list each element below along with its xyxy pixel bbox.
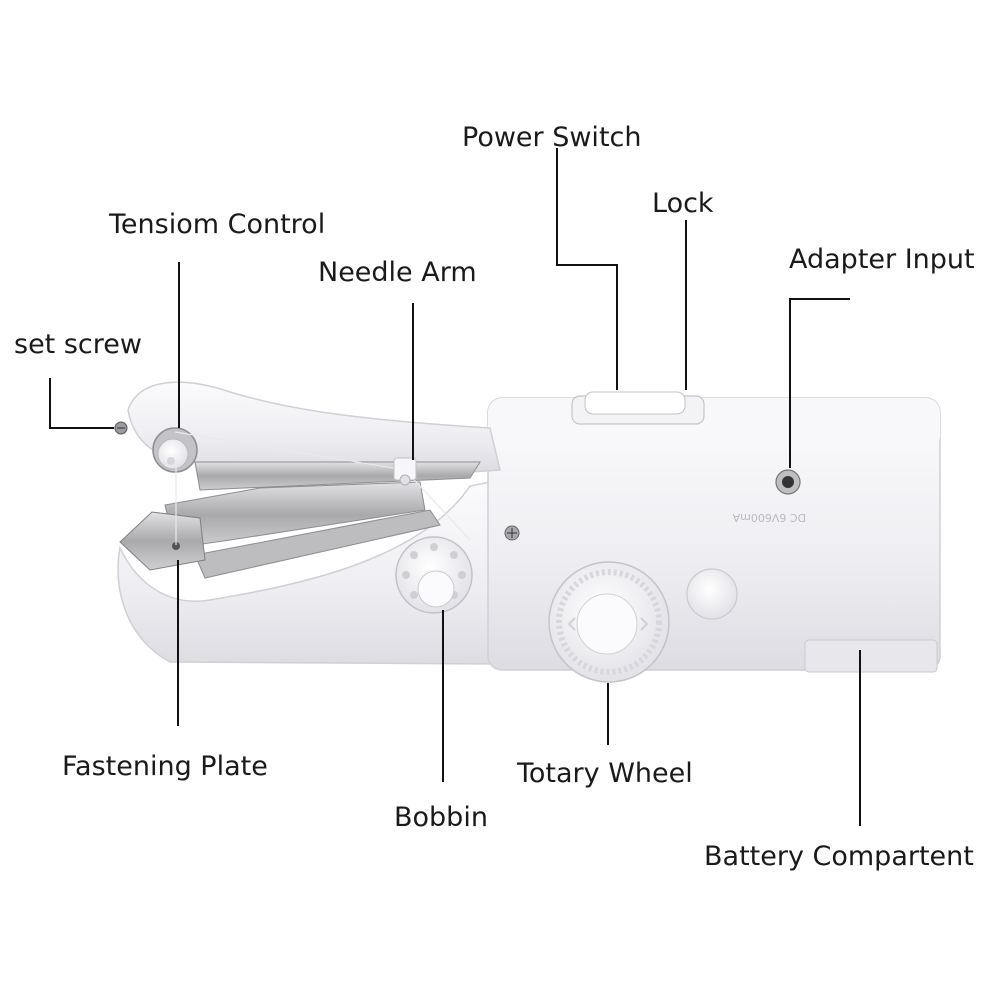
thread: [174, 431, 471, 545]
label-power-switch: Power Switch: [462, 122, 642, 153]
body-screw: [504, 525, 520, 541]
label-fastening-plate: Fastening Plate: [62, 751, 268, 782]
label-battery-compartment: Battery Compartent: [704, 841, 974, 872]
label-needle-arm: Needle Arm: [318, 257, 477, 288]
label-adapter-input: Adapter Input: [789, 244, 975, 275]
power-switch-leader: [556, 148, 618, 390]
label-set-screw: set screw: [14, 329, 142, 360]
adapter-input-socket: DC 6V600mA: [732, 469, 806, 524]
label-lock: Lock: [652, 188, 714, 219]
fastening-plate: [119, 511, 206, 571]
socket-marking: DC 6V600mA: [732, 511, 806, 524]
tension-control-knob: [152, 427, 198, 473]
adapter-input-leader: [789, 298, 850, 468]
bobbin: [395, 536, 473, 614]
power-switch: [571, 391, 705, 425]
label-bobbin: Bobbin: [394, 802, 488, 833]
small-round-button: [686, 568, 738, 620]
needle-arm-hook: [393, 457, 417, 486]
set-screw: [114, 421, 128, 435]
totary-wheel: [548, 561, 670, 683]
set-screw-leader: [49, 378, 114, 429]
leader-lines: [49, 148, 861, 826]
label-totary-wheel: Totary Wheel: [517, 758, 693, 789]
label-tension-control: Tensiom Control: [109, 209, 326, 240]
